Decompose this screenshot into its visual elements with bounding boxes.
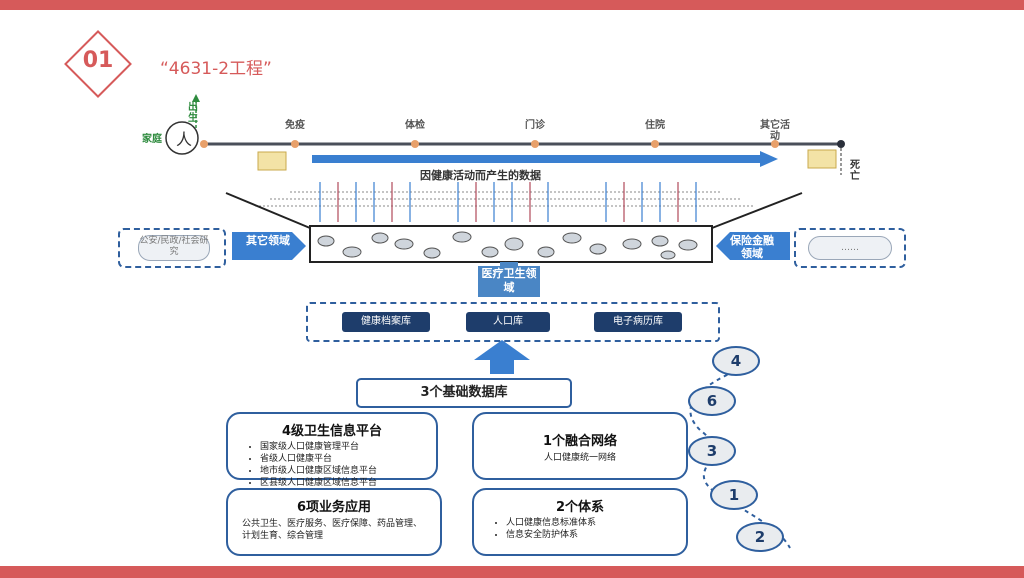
section-number: 01 [82, 48, 114, 73]
birth-label: 出生 [188, 102, 198, 124]
systems-title: 2个体系 [555, 500, 605, 515]
number-circle: 6 [688, 386, 736, 416]
left-domain-label: 其它领域 [246, 234, 290, 247]
list-item: 国家级人口健康管理平台 [260, 441, 436, 453]
stage-label: 其它活动 [760, 120, 790, 142]
top-accent-bar [0, 0, 1024, 10]
family-label: 家庭 [142, 134, 162, 145]
platform-list: 国家级人口健康管理平台 省级人口健康平台 地市级人口健康区域信息平台 区县级人口… [228, 441, 436, 489]
network-title: 1个融合网络 [542, 434, 618, 449]
platform-title: 4级卫生信息平台 [281, 424, 383, 439]
list-item: 信息安全防护体系 [506, 529, 686, 541]
death-label: 死亡 [850, 160, 860, 182]
database-frame [306, 302, 720, 342]
database-emr: 电子病历库 [594, 312, 682, 332]
systems-list: 人口健康信息标准体系 信息安全防护体系 [474, 517, 686, 541]
business-title: 6项业务应用 [296, 500, 372, 515]
flow-label: 因健康活动而产生的数据 [420, 169, 541, 182]
number-circle: 2 [736, 522, 784, 552]
right-domain-inner: …… [808, 236, 892, 260]
bottom-accent-bar [0, 566, 1024, 578]
base-databases-box: 3个基础数据库 [356, 378, 572, 408]
network-card: 1个融合网络 人口健康统一网络 [472, 412, 688, 480]
systems-card: 2个体系 人口健康信息标准体系 信息安全防护体系 [472, 488, 688, 556]
left-domain-box: 公安/民政/社会研究 [118, 228, 226, 268]
network-desc: 人口健康统一网络 [543, 453, 616, 463]
right-domain-box: …… [794, 228, 906, 268]
list-item: 区县级人口健康区域信息平台 [260, 477, 436, 489]
left-domain-inner: 公安/民政/社会研究 [138, 235, 210, 261]
database-population: 人口库 [466, 312, 550, 332]
business-desc: 公共卫生、医疗服务、医疗保障、药品管理、计划生育、综合管理 [242, 519, 423, 541]
stage-label: 门诊 [525, 120, 545, 131]
medical-domain-label: 医疗卫生领域 [478, 266, 540, 297]
platform-card: 4级卫生信息平台 国家级人口健康管理平台 省级人口健康平台 地市级人口健康区域信… [226, 412, 438, 488]
stage-label: 住院 [645, 120, 665, 131]
stage-label: 免疫 [285, 120, 305, 131]
right-domain-label: 保险金融领域 [730, 234, 774, 260]
stage-label: 体检 [405, 120, 425, 131]
database-health-records: 健康档案库 [342, 312, 430, 332]
number-circle: 1 [710, 480, 758, 510]
number-circle: 3 [688, 436, 736, 466]
business-card: 6项业务应用 公共卫生、医疗服务、医疗保障、药品管理、计划生育、综合管理 [226, 488, 442, 556]
page-title: “4631-2工程” [160, 59, 272, 79]
number-circle: 4 [712, 346, 760, 376]
list-item: 地市级人口健康区域信息平台 [260, 465, 436, 477]
svg-text:人: 人 [176, 130, 192, 149]
list-item: 省级人口健康平台 [260, 453, 436, 465]
list-item: 人口健康信息标准体系 [506, 517, 686, 529]
